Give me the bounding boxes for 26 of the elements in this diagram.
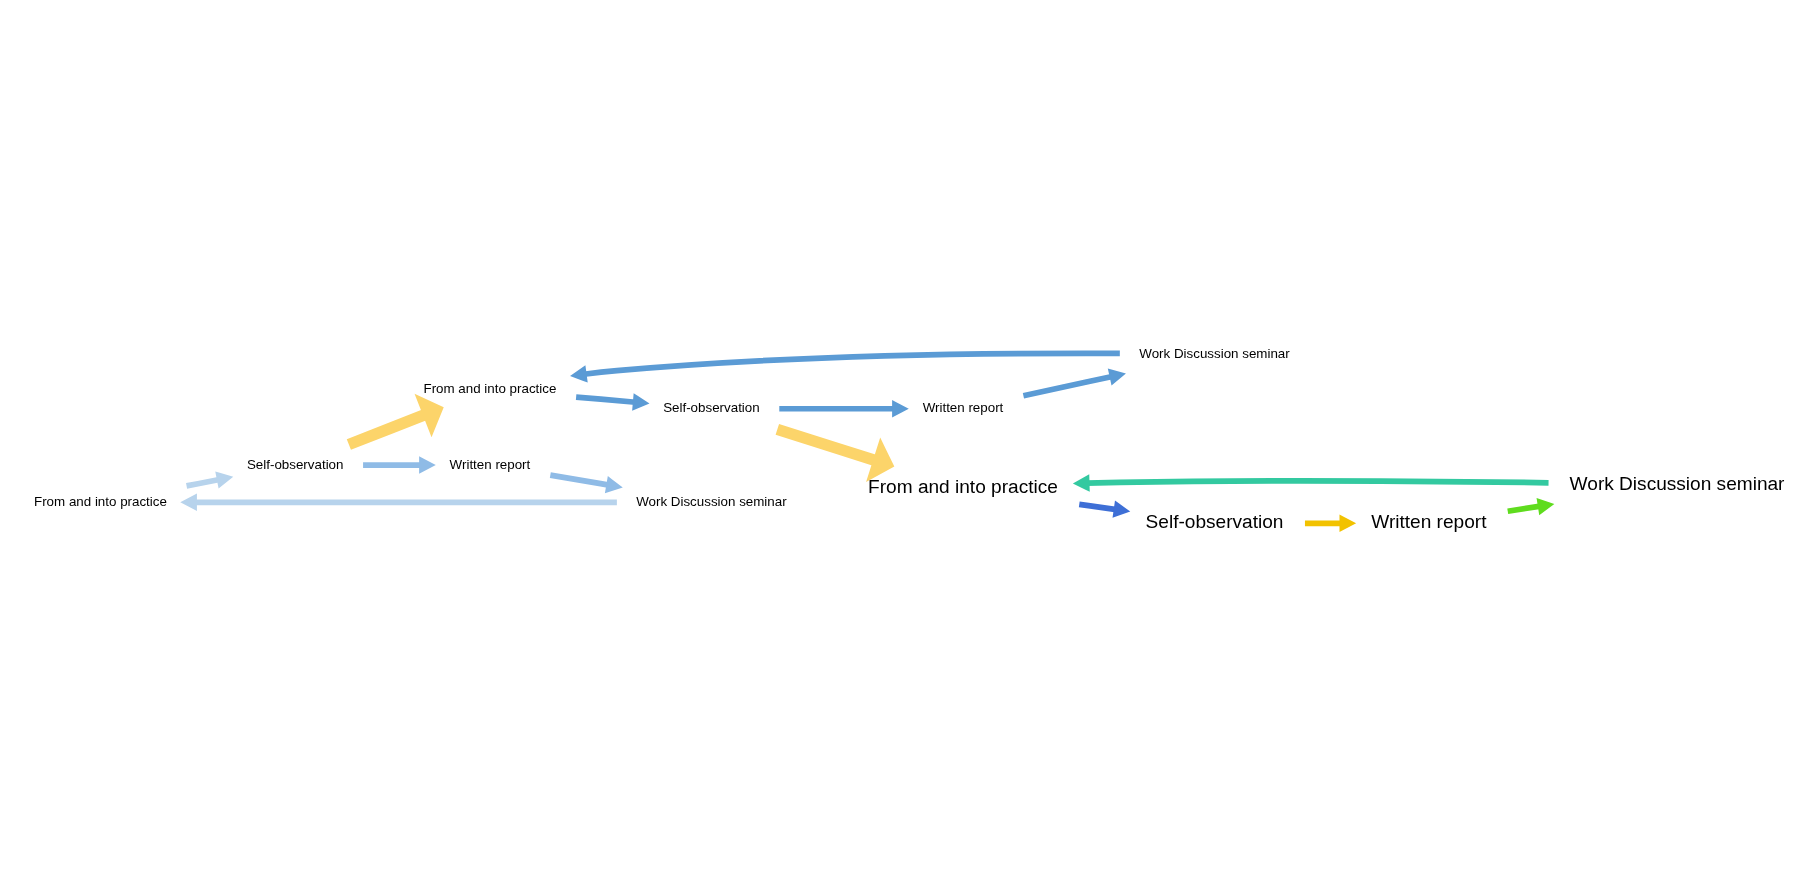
arrow xyxy=(575,392,650,411)
node-text: Written report xyxy=(922,399,1004,415)
arrow xyxy=(1507,497,1555,515)
node-text: Written report xyxy=(1371,510,1487,532)
arrow xyxy=(1304,514,1357,532)
node-text: From and into practice xyxy=(34,493,167,509)
node-text: From and into practice xyxy=(868,475,1058,497)
node-text: Self-observation xyxy=(1145,510,1284,532)
arrow xyxy=(363,455,436,474)
arrow xyxy=(180,493,617,511)
arrow xyxy=(549,471,623,493)
arrow xyxy=(779,399,909,417)
node-text: From and into practice xyxy=(423,380,557,396)
node-text: Work Discussion seminar xyxy=(636,493,787,509)
node-text: Work Discussion seminar xyxy=(1569,472,1785,494)
arrow xyxy=(346,393,444,450)
node-text: Written report xyxy=(449,456,531,472)
node-text: Work Discussion seminar xyxy=(1139,345,1290,361)
arrow xyxy=(775,423,895,482)
arrow xyxy=(570,349,1120,383)
node-text: Self-observation xyxy=(246,456,344,472)
node-text: Self-observation xyxy=(663,399,760,415)
arrow xyxy=(1072,473,1549,492)
arrow xyxy=(1078,500,1131,518)
arrow xyxy=(186,470,234,489)
arrow xyxy=(1022,367,1126,399)
